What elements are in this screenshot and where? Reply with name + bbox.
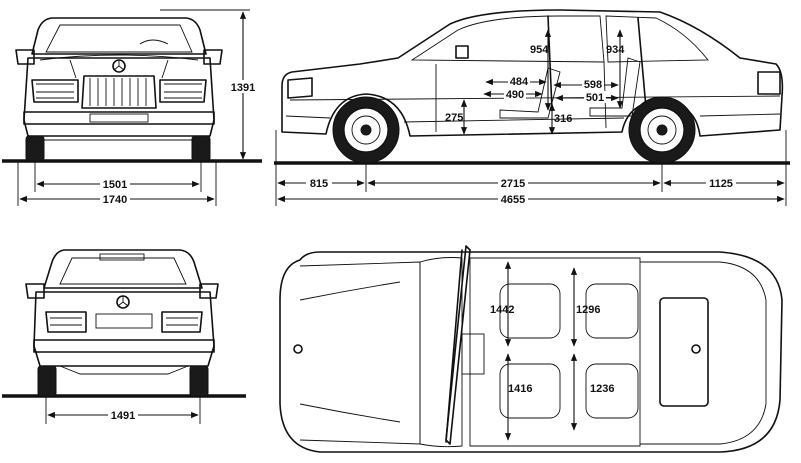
external-dimensions <box>17 9 787 424</box>
label-rear-shoulder-width: 1296 <box>576 304 600 316</box>
front-windshield <box>45 24 193 53</box>
rear-license-plate <box>95 313 153 329</box>
label-front-seat-height: 275 <box>445 112 463 124</box>
front-bumper <box>23 111 215 125</box>
label-front-width: 1740 <box>103 194 127 206</box>
side-body <box>281 9 784 137</box>
front-left-headlight <box>31 79 79 103</box>
rear-left-tyre <box>37 365 57 397</box>
label-rear-track: 1491 <box>111 410 135 422</box>
front-grille <box>81 75 157 109</box>
label-front-shoulder-width: 1442 <box>490 304 514 316</box>
front-right-headlight <box>159 79 207 103</box>
side-window-front <box>410 15 605 63</box>
front-left-tyre <box>25 135 45 162</box>
dimension-labels: 1501 1740 1391 815 2715 1125 4655 954 93… <box>100 44 736 422</box>
rear-left-taillight <box>45 311 87 333</box>
rear-left-mirror <box>25 283 45 299</box>
top-body-outline <box>279 251 783 453</box>
top-front-right-seat <box>499 363 561 419</box>
top-star-emblem <box>293 344 303 354</box>
label-roof-to-front-seat: 954 <box>530 44 549 56</box>
front-right-tyre <box>191 135 211 162</box>
label-rear-legroom-b: 501 <box>586 92 604 104</box>
label-length: 4655 <box>501 194 525 206</box>
rear-view <box>2 249 246 398</box>
rear-greenhouse <box>43 249 203 289</box>
side-headlight <box>287 77 313 99</box>
rear-right-taillight <box>161 311 203 333</box>
top-cabin <box>469 257 641 447</box>
label-front-track: 1501 <box>103 179 127 191</box>
top-a-pillar <box>445 245 471 445</box>
top-windshield <box>419 257 463 448</box>
rear-window <box>59 257 187 285</box>
label-front-legroom-a: 484 <box>510 76 529 88</box>
side-window-rear <box>605 15 709 63</box>
front-greenhouse <box>31 17 207 55</box>
label-rear-seat-height: 316 <box>554 113 572 125</box>
top-rear-emblem <box>691 344 701 354</box>
label-front-hip-width: 1416 <box>508 383 532 395</box>
side-view <box>274 9 790 165</box>
front-view <box>2 17 262 163</box>
label-front-legroom-b: 490 <box>506 89 524 101</box>
front-right-mirror <box>203 49 223 65</box>
side-taillight <box>757 71 781 95</box>
label-rear-legroom-a: 598 <box>584 79 602 91</box>
rear-bumper <box>33 339 215 353</box>
side-rear-wheel <box>628 96 696 164</box>
rear-right-tyre <box>189 365 209 397</box>
label-wheelbase: 2715 <box>501 178 525 190</box>
top-rear-window <box>659 297 709 407</box>
label-rear-overhang: 1125 <box>709 178 733 190</box>
label-roof-to-rear-seat: 934 <box>606 44 625 56</box>
label-height: 1391 <box>231 82 255 94</box>
rear-right-mirror <box>199 283 219 299</box>
label-front-overhang: 815 <box>310 178 328 190</box>
top-center-console <box>461 333 485 375</box>
top-rear-right-seat <box>585 363 639 419</box>
label-rear-hip-width: 1236 <box>590 383 614 395</box>
top-rear-left-seat <box>585 283 639 339</box>
side-mirror <box>455 45 469 59</box>
front-left-mirror <box>15 49 35 65</box>
top-view <box>279 245 783 453</box>
top-front-left-seat <box>499 283 561 339</box>
side-front-wheel <box>332 96 400 164</box>
